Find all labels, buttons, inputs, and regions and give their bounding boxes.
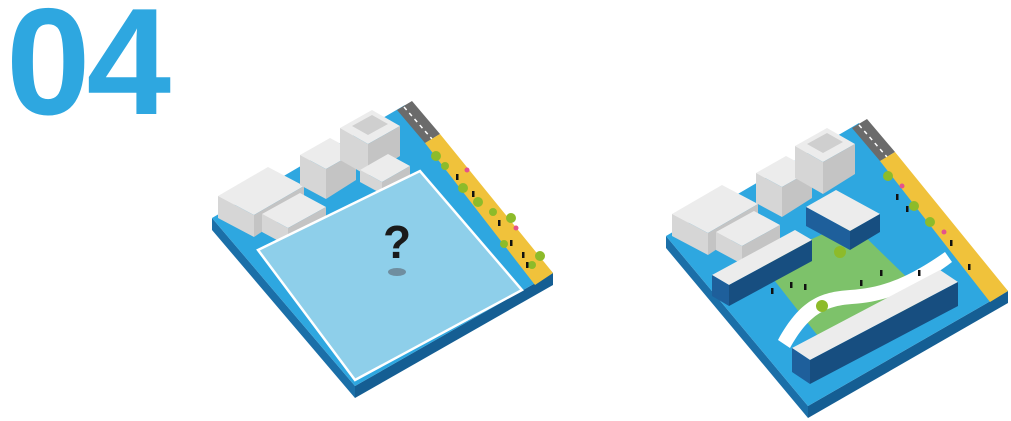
park-path [778,252,952,348]
before-block: ? [212,101,553,398]
before-people [456,174,529,268]
after-people [771,194,971,294]
new-building-l [806,190,880,250]
after-road [852,119,895,161]
new-building-bottom [792,270,958,384]
before-promenade [425,134,553,285]
step-number: 04 [6,0,171,147]
question-shadow [388,268,406,276]
after-base-side-right [808,291,1008,418]
before-trees [431,151,545,269]
before-base-side [212,218,355,398]
before-base-side-right [355,273,553,398]
before-road-markings [403,106,433,140]
question-mark: ? [383,216,411,268]
after-block [666,119,1008,418]
after-base-side [666,236,808,418]
new-building-left [712,230,812,306]
after-promenade [880,152,1008,302]
after-road-markings [858,124,888,158]
before-empty-plot [256,169,524,382]
after-trees [816,171,947,312]
before-road [397,101,440,143]
